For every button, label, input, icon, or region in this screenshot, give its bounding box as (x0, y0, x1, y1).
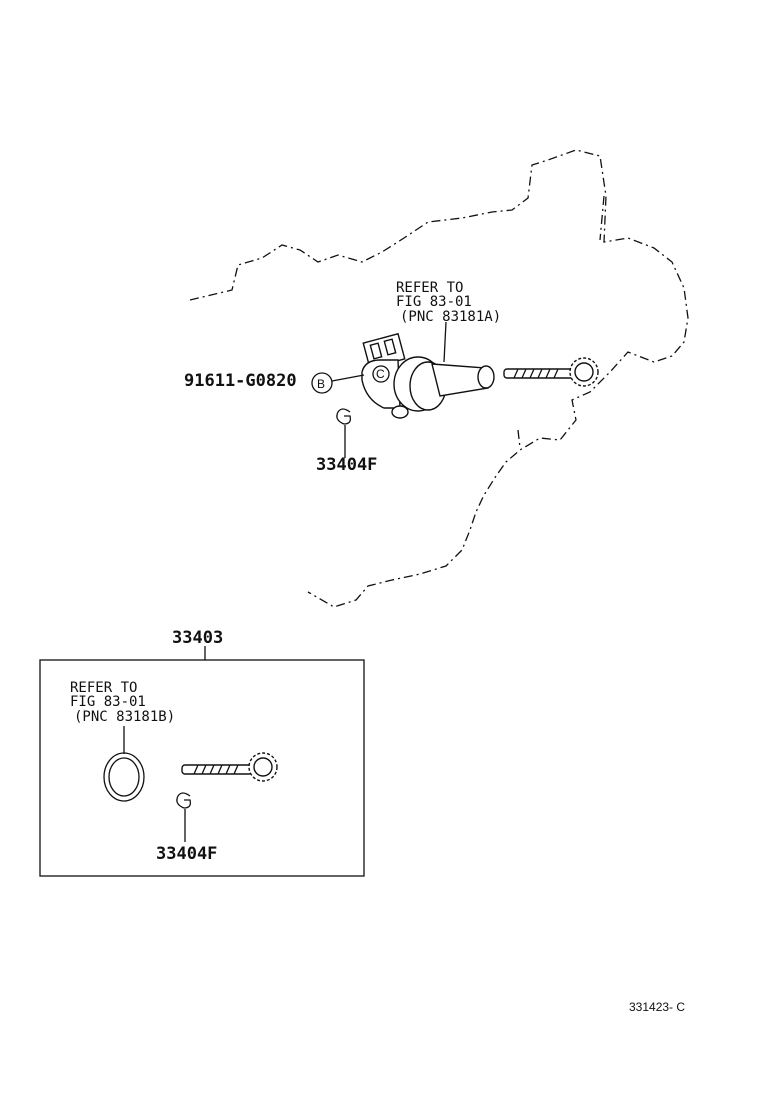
lower-clip (176, 792, 192, 809)
assembly-part-number: 33403 (172, 628, 223, 648)
bolt-marker-circle (311, 372, 333, 394)
clip-marker-circle (372, 365, 390, 383)
upper-driven-gear (503, 357, 599, 387)
lower-refer-line2: FIG 83-01 (70, 694, 146, 710)
upper-refer-line3: (PNC 83181A) (400, 309, 501, 325)
assembly-box (39, 659, 365, 877)
upper-refer-line1: REFER TO (396, 280, 463, 296)
bolt-marker-label: B (317, 377, 325, 391)
lower-refer-line1: REFER TO (70, 680, 137, 696)
lower-driven-gear (181, 752, 278, 782)
o-ring (103, 752, 145, 802)
housing-inner-line (517, 195, 605, 449)
bolt-leader (331, 374, 365, 382)
transmission-housing-outline (189, 149, 689, 608)
upper-clip (336, 408, 352, 425)
upper-clip-part-number: 33404F (316, 455, 377, 475)
upper-refer-line2: FIG 83-01 (396, 294, 472, 310)
lower-clip-part-number: 33404F (156, 844, 217, 864)
figure-code: 331423- C (629, 1000, 685, 1014)
lower-refer-line3: (PNC 83181B) (74, 709, 175, 725)
speed-sensor (361, 332, 495, 419)
o-ring-inner (108, 757, 140, 797)
bolt-part-number: 91611-G0820 (184, 371, 297, 391)
upper-refer-leader (443, 321, 447, 363)
clip-marker-label: C (376, 367, 385, 381)
